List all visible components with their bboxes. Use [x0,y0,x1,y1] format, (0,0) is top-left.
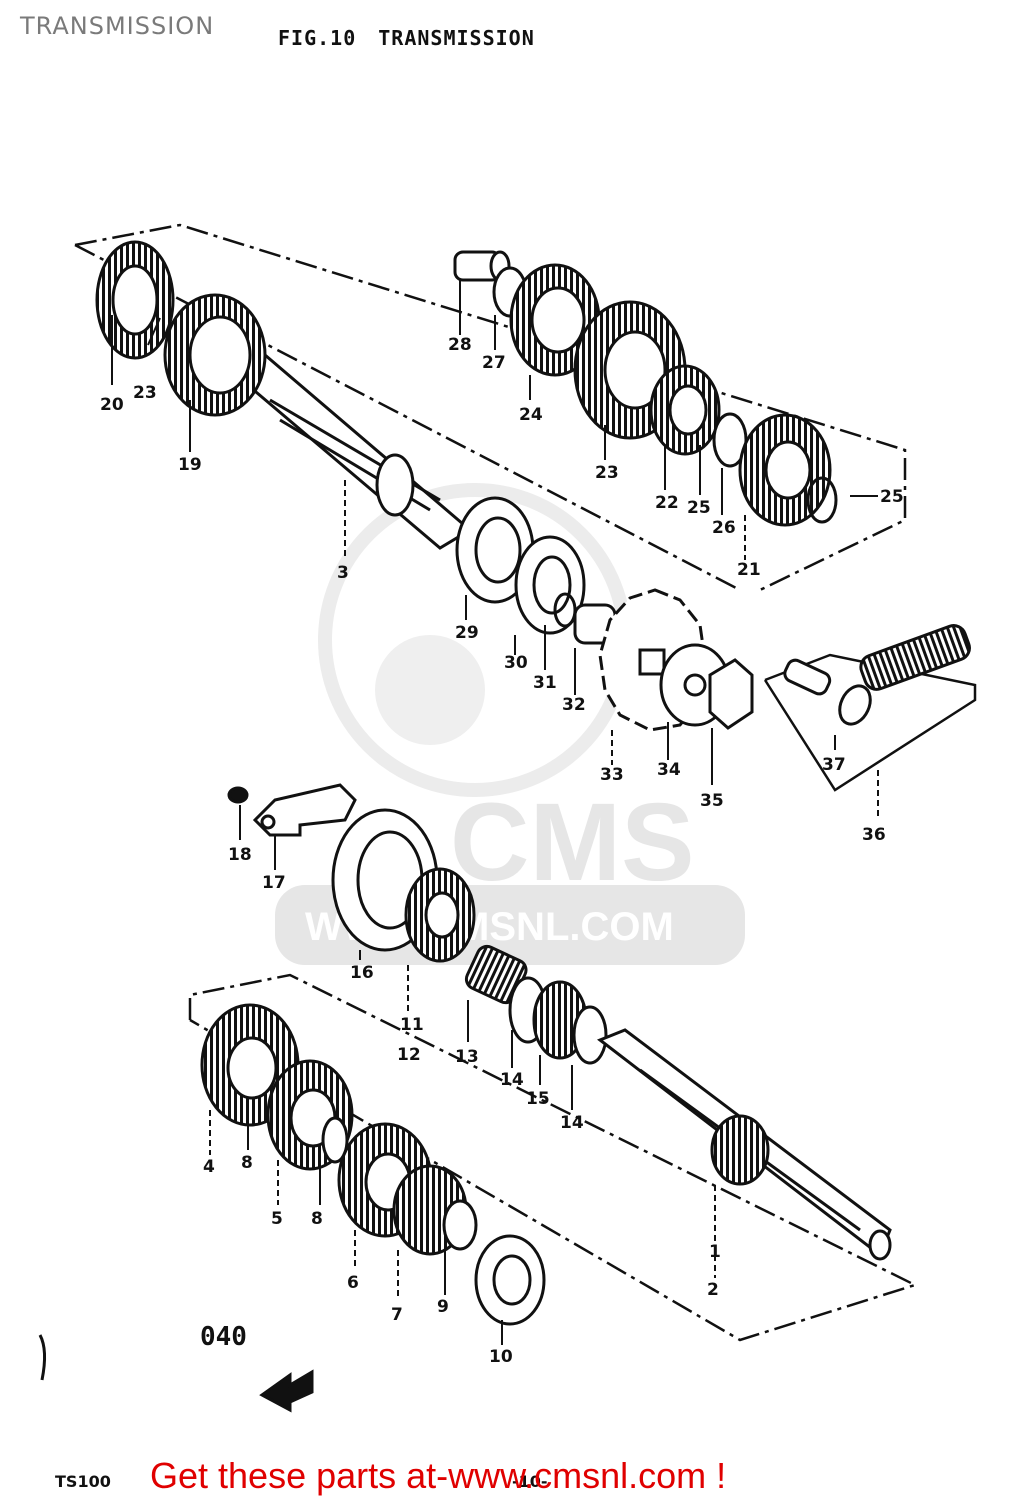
bearing-29 [455,496,535,604]
washer-8 [321,1116,349,1164]
countershaft-group-box [74,223,907,592]
callout-8: 8 [241,1153,253,1173]
callout-5: 5 [271,1209,283,1229]
mainshaft-2 [596,1028,892,1261]
nut-35 [708,658,754,730]
chain-group-box [763,653,977,792]
callout-27: 27 [482,353,506,373]
callout-18: 18 [228,845,252,865]
callout-34: 34 [657,760,681,780]
drive-chain-36 [859,624,971,691]
callout-21: 21 [737,560,761,580]
bearing-10 [474,1234,546,1326]
watermark-brand: CMS [450,781,694,904]
callout-11: 11 [400,1015,424,1035]
figure-code: 040 [200,1322,247,1352]
countershaft [227,353,473,550]
bolt-18 [227,786,249,804]
callout-17: 17 [262,873,286,893]
callout-26: 26 [712,518,736,538]
callout-20: 20 [100,395,124,415]
model-label: TS100 [55,1472,111,1491]
figure-number: FIG.10 [278,26,357,50]
callout-24: 24 [519,405,543,425]
callout-3: 3 [337,563,349,583]
callout-25: 25 [687,498,711,518]
leader-lines [111,280,879,1345]
callout-1: 1 [709,1242,721,1262]
gear-19 [163,293,267,417]
callout-15: 15 [526,1089,550,1109]
callout-25: 25 [880,487,904,507]
callout-9: 9 [437,1297,449,1317]
callout-32: 32 [562,695,586,715]
callout-23: 23 [133,383,157,403]
cta-link[interactable]: Get these parts at-www.cmsnl.com ! [150,1455,727,1496]
gear-21 [738,413,832,527]
callout-14: 14 [500,1070,524,1090]
callout-7: 7 [391,1305,403,1325]
callout-16: 16 [350,963,374,983]
figure-title: FIG.10 TRANSMISSION [278,26,557,50]
callout-12: 12 [397,1045,421,1065]
callout-22: 22 [655,493,679,513]
page-number: -10- [512,1472,548,1491]
gear-22 [649,364,721,456]
callout-10: 10 [489,1347,513,1367]
callout-13: 13 [455,1047,479,1067]
callout-30: 30 [504,653,528,673]
circlip-25 [806,476,838,524]
callout-31: 31 [533,673,557,693]
chain-joint-37 [783,658,872,726]
front-arrow-icon [259,1369,314,1413]
washer-14b [572,1005,608,1065]
callout-37: 37 [822,755,846,775]
callout-23: 23 [595,463,619,483]
callout-35: 35 [700,791,724,811]
callout-36: 36 [862,825,886,845]
bearing-stopper-17 [252,783,357,837]
callout-33: 33 [600,765,624,785]
callout-4: 4 [203,1157,215,1177]
callout-29: 29 [455,623,479,643]
callout-6: 6 [347,1273,359,1293]
callout-28: 28 [448,335,472,355]
callout-14: 14 [560,1113,584,1133]
page-title: TRANSMISSION [20,12,215,40]
callout-2: 2 [707,1280,719,1300]
callout-8: 8 [311,1209,323,1229]
callout-labels: 20 23 19 3 28 27 24 23 22 25 26 21 25 29… [100,335,904,1367]
oil-seal-30 [514,535,586,635]
callout-19: 19 [178,455,202,475]
mainshaft-group-box [188,973,919,1342]
circlip-9 [442,1199,478,1251]
figure-name: TRANSMISSION [378,26,535,50]
pen-mark [38,1334,47,1381]
gear-20 [95,240,175,360]
gear-11 [404,867,476,963]
